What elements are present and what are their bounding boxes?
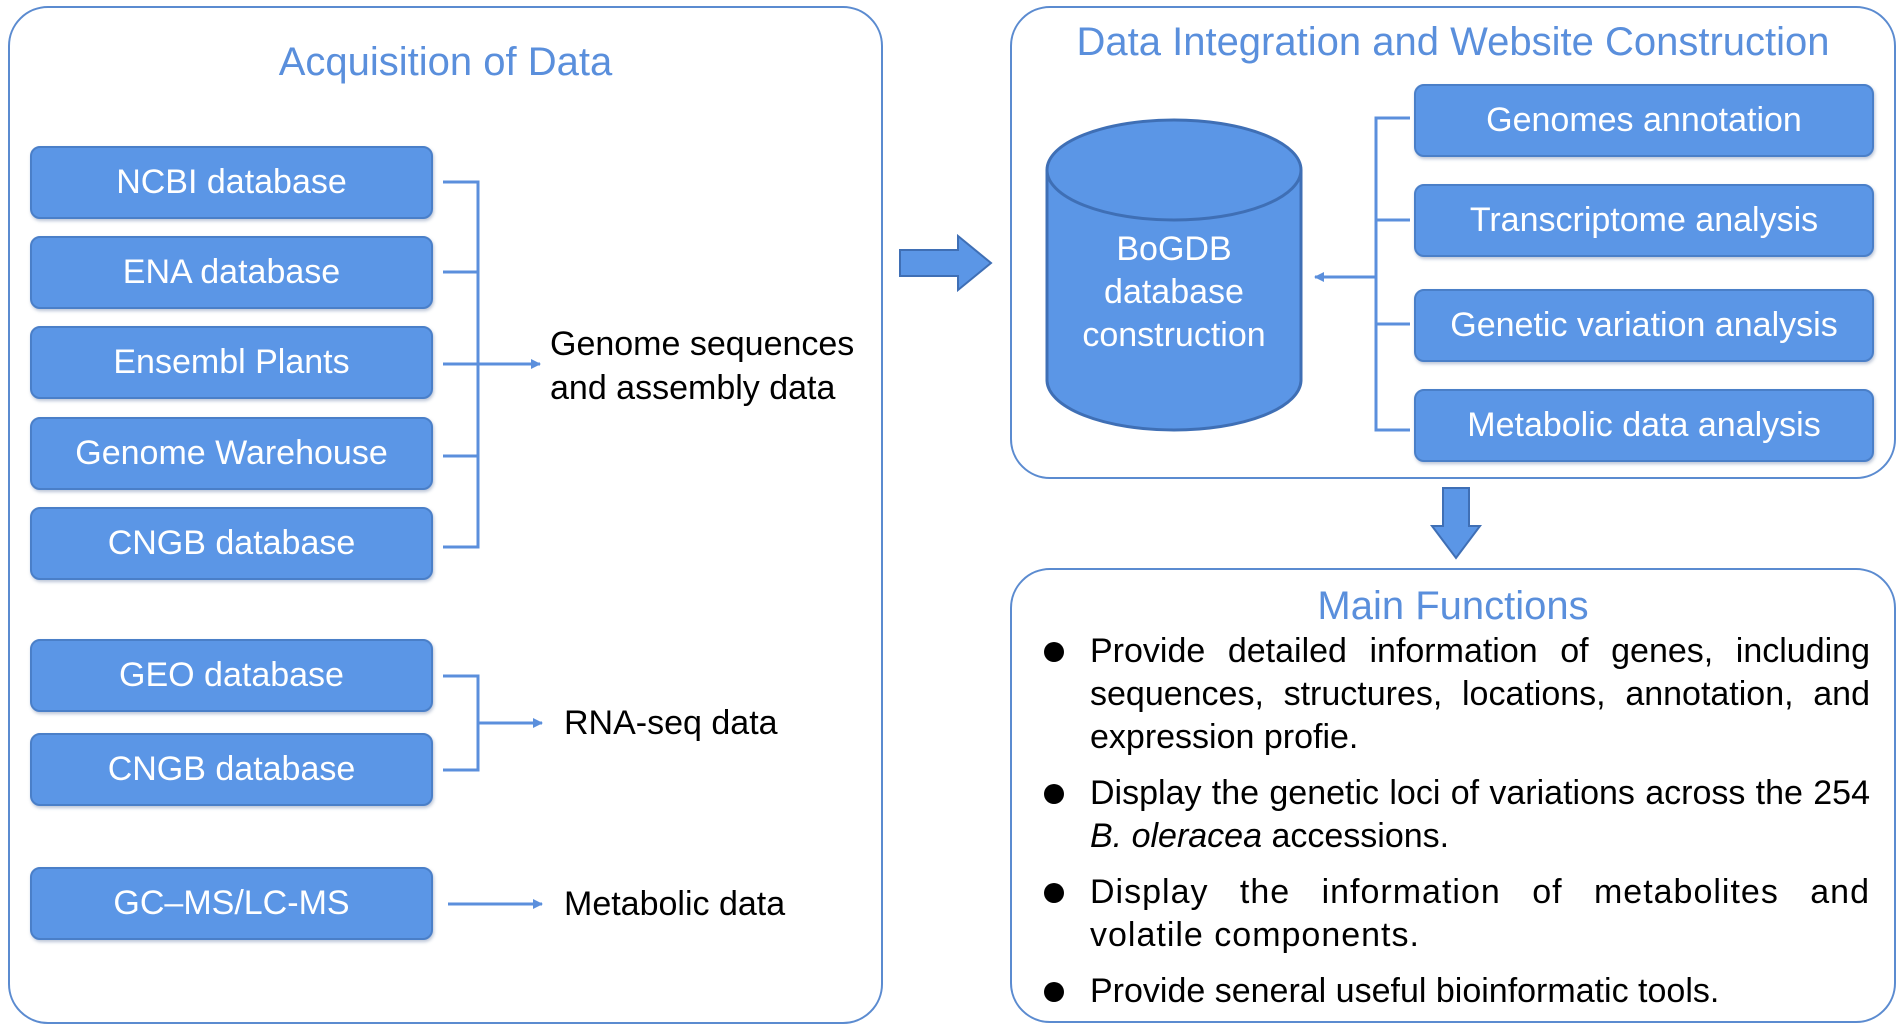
source-genome-warehouse: Genome Warehouse [30,417,433,490]
bullet-icon [1044,883,1064,903]
database-label: BoGDB database construction [1082,230,1266,354]
source-cngb-rna: CNGB database [30,733,433,806]
source-geo: GEO database [30,639,433,712]
function-item: Display the information of metabolites a… [1040,871,1870,957]
metabolic-output-label: Metabolic data [564,885,786,923]
functions-title: Main Functions [1317,584,1589,628]
bullet-icon [1044,642,1064,662]
down-arrow-icon [1430,487,1482,560]
source-gcms-lcms: GC–MS/LC-MS [30,867,433,940]
function-item: Provide seneral useful bioinformatic too… [1040,970,1870,1013]
functions-list: Provide detailed information of genes, i… [1040,630,1870,1026]
analysis-transcriptome: Transcriptome analysis [1414,184,1874,257]
analysis-genomes-annotation: Genomes annotation [1414,84,1874,157]
right-arrow-icon [899,234,993,292]
source-ena: ENA database [30,236,433,309]
source-ncbi: NCBI database [30,146,433,219]
acquisition-title: Acquisition of Data [278,40,613,84]
analysis-genetic-variation: Genetic variation analysis [1414,289,1874,362]
function-item: Provide detailed information of genes, i… [1040,630,1870,759]
bullet-icon [1044,982,1064,1002]
source-ensembl-plants: Ensembl Plants [30,326,433,399]
bullet-icon [1044,784,1064,804]
integration-title: Data Integration and Website Constructio… [1076,20,1830,64]
function-item: Display the genetic loci of variations a… [1040,772,1870,858]
rna-output-label: RNA-seq data [564,704,778,742]
database-cylinder-icon [1045,118,1303,432]
analysis-metabolic: Metabolic data analysis [1414,389,1874,462]
source-cngb-genome: CNGB database [30,507,433,580]
functions-panel: Main Functions [1010,568,1896,1023]
genome-output-label: Genome sequences and assembly data [550,325,855,407]
